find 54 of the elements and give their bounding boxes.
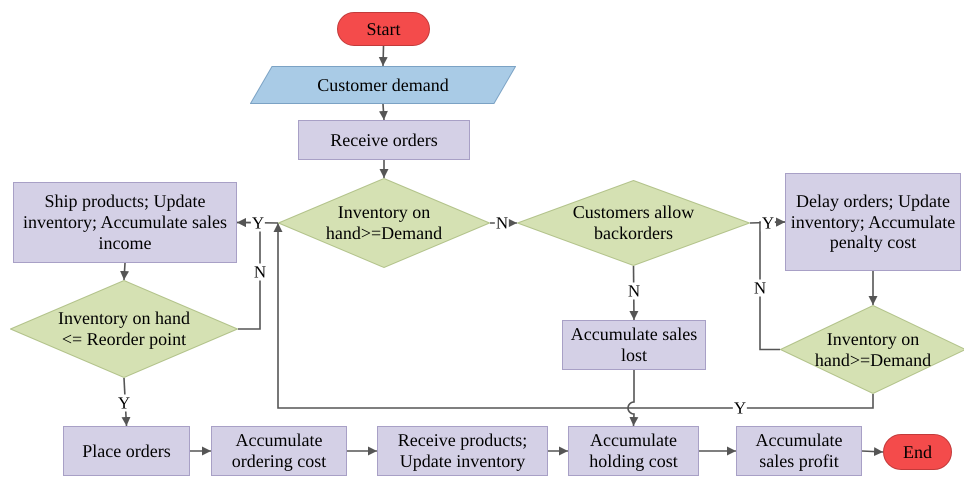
process-box — [13, 182, 237, 263]
node-label: Place orders — [82, 440, 171, 462]
process-box — [211, 426, 347, 476]
process-box — [377, 426, 548, 476]
arrow — [759, 218, 785, 350]
arrow — [237, 218, 261, 330]
arrow — [120, 262, 130, 280]
process-box — [298, 120, 470, 160]
node-label: Inventory on hand <= Reorder point — [57, 308, 191, 350]
edge-label: N — [252, 264, 268, 280]
arrow — [190, 446, 211, 456]
edge-label: N — [494, 214, 510, 232]
arrow — [699, 446, 736, 456]
node-label: Accumulate sales profit — [754, 430, 844, 472]
edge-label: Y — [250, 214, 266, 232]
process-box — [785, 173, 961, 271]
arrow — [862, 447, 884, 456]
decision-diamond — [278, 178, 490, 268]
edge-label: N — [752, 280, 768, 296]
node-label: Customer demand — [317, 74, 449, 96]
decision-diamond — [517, 180, 750, 266]
node-label: Inventory on hand>=Demand — [324, 202, 444, 244]
arrow — [378, 46, 388, 66]
input-parallelogram — [250, 66, 516, 104]
process-box — [568, 426, 699, 476]
arrow — [122, 378, 131, 426]
arrow — [868, 271, 878, 305]
node-label: Delay orders; Update inventory; Accumulate penalty cost — [790, 190, 956, 254]
node-label: Inventory on hand>=Demand — [814, 328, 932, 370]
node-label: End — [903, 442, 932, 462]
process-box — [736, 426, 862, 476]
edge-label: Y — [116, 394, 132, 412]
arrow — [629, 266, 638, 320]
arrow — [627, 370, 638, 426]
node-label: Customers allow backorders — [572, 202, 696, 244]
arrow — [274, 223, 874, 409]
arrow — [347, 446, 377, 456]
arrow — [548, 446, 568, 456]
decision-diamond — [10, 280, 238, 378]
process-box — [63, 426, 190, 476]
edge-label: N — [626, 282, 642, 300]
decision-diamond — [780, 305, 964, 394]
edge-label: Y — [732, 400, 748, 416]
node-label: Accumulate holding cost — [588, 430, 679, 472]
arrow — [380, 160, 388, 178]
process-box — [562, 320, 706, 370]
node-label: Ship products; Update inventory; Accumulate sales income — [22, 191, 228, 254]
node-label: Accumulate ordering cost — [230, 430, 328, 472]
node-label: Receive orders — [330, 130, 438, 150]
edge-label: Y — [760, 214, 776, 232]
arrow — [378, 104, 388, 120]
node-label: Accumulate sales lost — [570, 324, 698, 366]
node-label: Receive products; Update inventory — [396, 430, 528, 472]
node-label: Start — [366, 18, 400, 40]
